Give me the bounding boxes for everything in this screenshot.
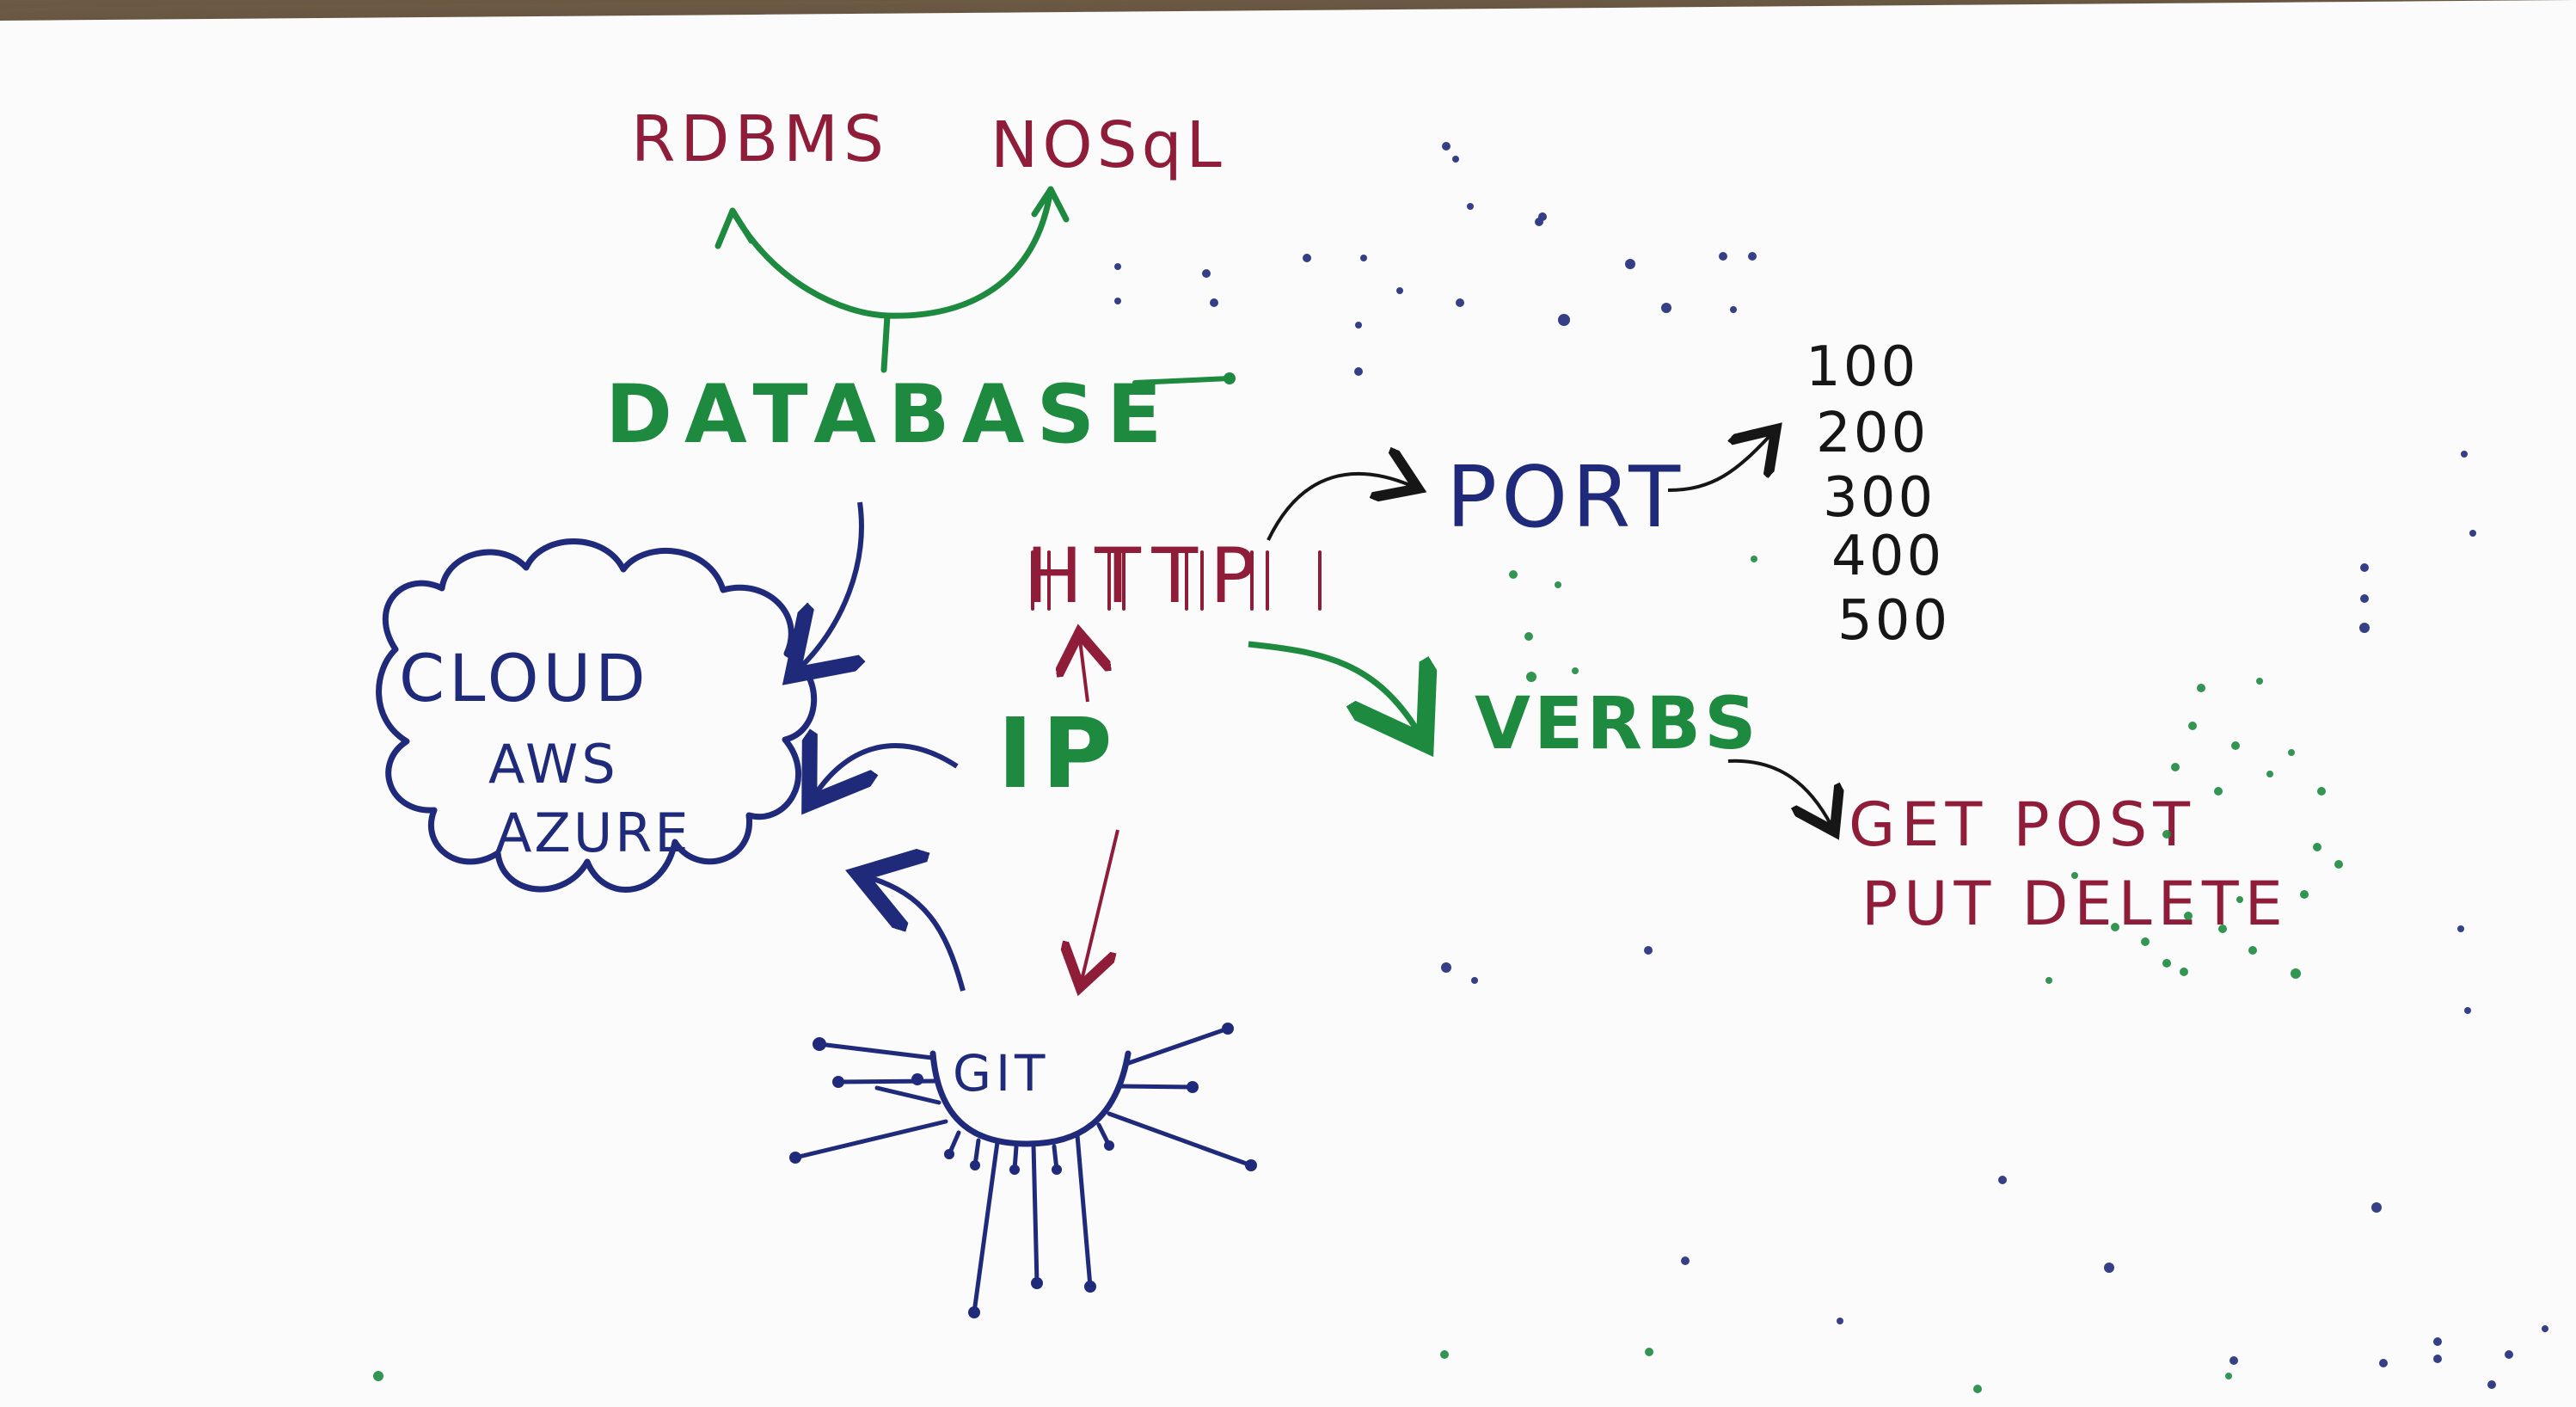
database-ink-dot xyxy=(1224,372,1236,384)
port-label: PORT xyxy=(1446,449,1684,547)
azure-label: AZURE xyxy=(495,802,691,864)
port-to-values-arrow xyxy=(1667,434,1771,492)
ip-to-git-arrow xyxy=(1082,829,1119,980)
rdbms-arrowhead xyxy=(715,207,755,249)
verbs-line-1: GET POST xyxy=(1849,790,2196,860)
verbs-line-2: PUT DELETE xyxy=(1861,869,2289,939)
nosql-label: NOSqL xyxy=(991,108,1226,182)
http-to-verbs-arrow xyxy=(1248,641,1419,733)
ip-label: IP xyxy=(997,698,1121,810)
port-value-200: 200 xyxy=(1816,402,1929,465)
git-label: GIT xyxy=(953,1044,1049,1103)
verbs-to-methods-arrow xyxy=(1727,759,1831,826)
cloud-title: CLOUD xyxy=(399,640,650,716)
port-value-500: 500 xyxy=(1837,589,1950,653)
aws-label: AWS xyxy=(488,733,619,796)
http-scribble-strokes xyxy=(1031,550,1322,611)
database-stem xyxy=(880,312,891,373)
git-ray-dots xyxy=(789,1023,1257,1318)
http-label: HTTP xyxy=(1026,531,1267,620)
database-label: DATABASE xyxy=(605,368,1174,462)
ip-to-http-arrow xyxy=(1080,640,1088,703)
port-value-100: 100 xyxy=(1806,335,1918,399)
git-semicircle xyxy=(929,1050,1132,1147)
green-ink-speckles xyxy=(373,556,2343,1393)
port-value-400: 400 xyxy=(1831,525,1944,588)
git-to-cloud-arrow xyxy=(868,877,966,992)
blue-ink-speckles xyxy=(1114,142,2548,1389)
port-value-300: 300 xyxy=(1823,466,1935,530)
rdbms-label: RDBMS xyxy=(631,102,889,176)
ip-to-cloud-arrow xyxy=(815,746,959,795)
database-underline-tail xyxy=(1132,376,1232,385)
cloud-shape xyxy=(376,538,818,893)
database-to-cloud-arrow xyxy=(800,501,862,668)
http-to-port-arrow xyxy=(1267,474,1412,541)
nosql-arrowhead xyxy=(1031,186,1070,223)
verbs-label: VERBS xyxy=(1475,681,1760,765)
